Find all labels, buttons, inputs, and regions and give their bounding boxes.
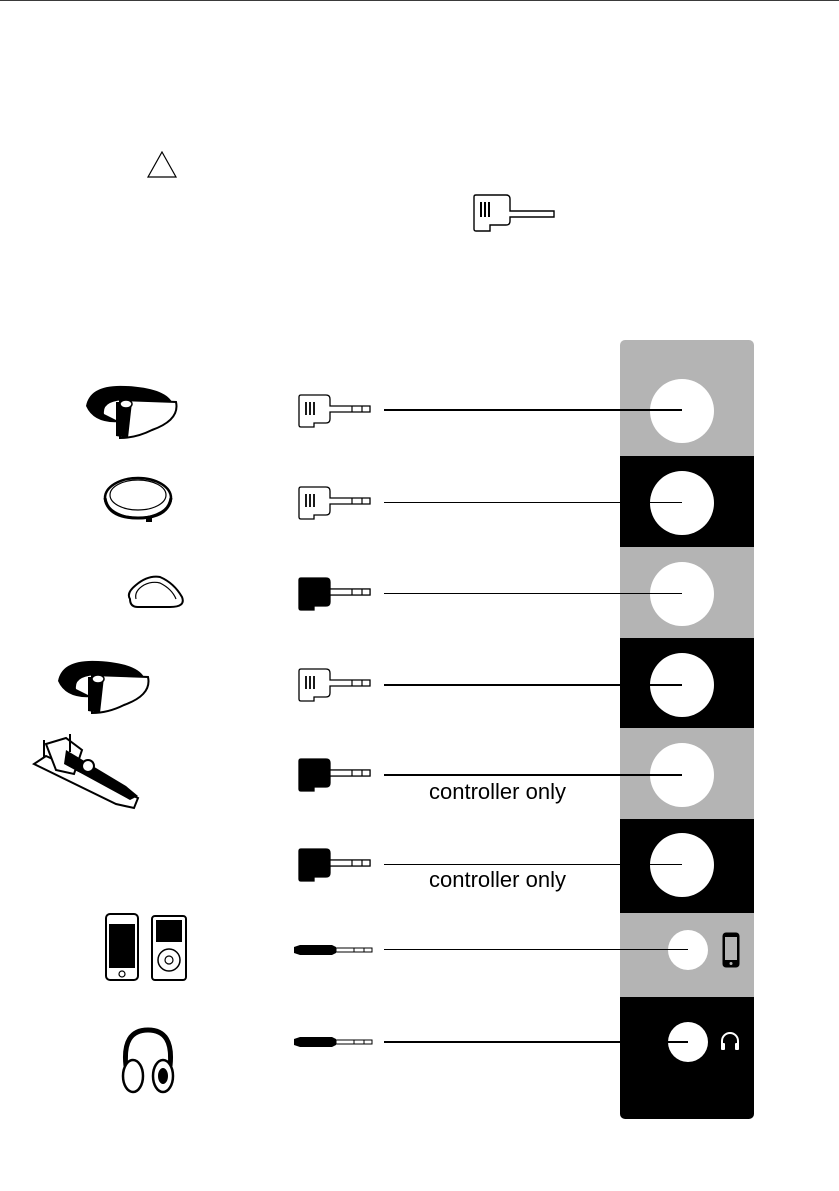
cable-line bbox=[384, 864, 682, 865]
cable-line bbox=[384, 774, 682, 776]
right-angle-plug-icon bbox=[296, 393, 376, 429]
cable-line bbox=[384, 409, 682, 411]
right-angle-plug-icon bbox=[296, 847, 376, 883]
input-jack[interactable] bbox=[650, 833, 714, 897]
cymbal-icon bbox=[52, 655, 152, 717]
right-angle-plug-icon bbox=[296, 576, 376, 612]
headphones-icon bbox=[120, 1026, 176, 1096]
top-rule bbox=[0, 0, 839, 1]
drum-pad-icon bbox=[102, 474, 174, 526]
headphones-icon bbox=[719, 1030, 741, 1052]
kick-pedal-icon bbox=[26, 730, 150, 812]
connection-label: controller only bbox=[429, 779, 566, 805]
warning-triangle-icon bbox=[146, 151, 178, 179]
mini-jack-plug-icon bbox=[292, 1034, 376, 1050]
input-jack[interactable] bbox=[650, 562, 714, 626]
mini-jack-plug-icon bbox=[292, 942, 376, 958]
cable-line bbox=[384, 1041, 688, 1043]
input-jack[interactable] bbox=[650, 379, 714, 443]
cable-line bbox=[384, 949, 688, 950]
connector-panel bbox=[620, 340, 754, 1119]
right-angle-plug-icon bbox=[296, 485, 376, 521]
trigger-pad-icon bbox=[122, 573, 188, 613]
cable-line bbox=[384, 593, 682, 594]
cable-line bbox=[384, 684, 682, 686]
connection-label: controller only bbox=[429, 867, 566, 893]
input-jack[interactable] bbox=[650, 471, 714, 535]
aux-in-jack[interactable] bbox=[668, 930, 708, 970]
cable-line bbox=[384, 502, 682, 503]
phone-and-music-player-icon bbox=[104, 912, 188, 982]
phone-icon bbox=[722, 932, 740, 968]
cymbal-icon bbox=[80, 380, 180, 442]
right-angle-plug-icon bbox=[296, 667, 376, 703]
right-angle-plug-icon bbox=[470, 193, 560, 233]
right-angle-plug-icon bbox=[296, 757, 376, 793]
